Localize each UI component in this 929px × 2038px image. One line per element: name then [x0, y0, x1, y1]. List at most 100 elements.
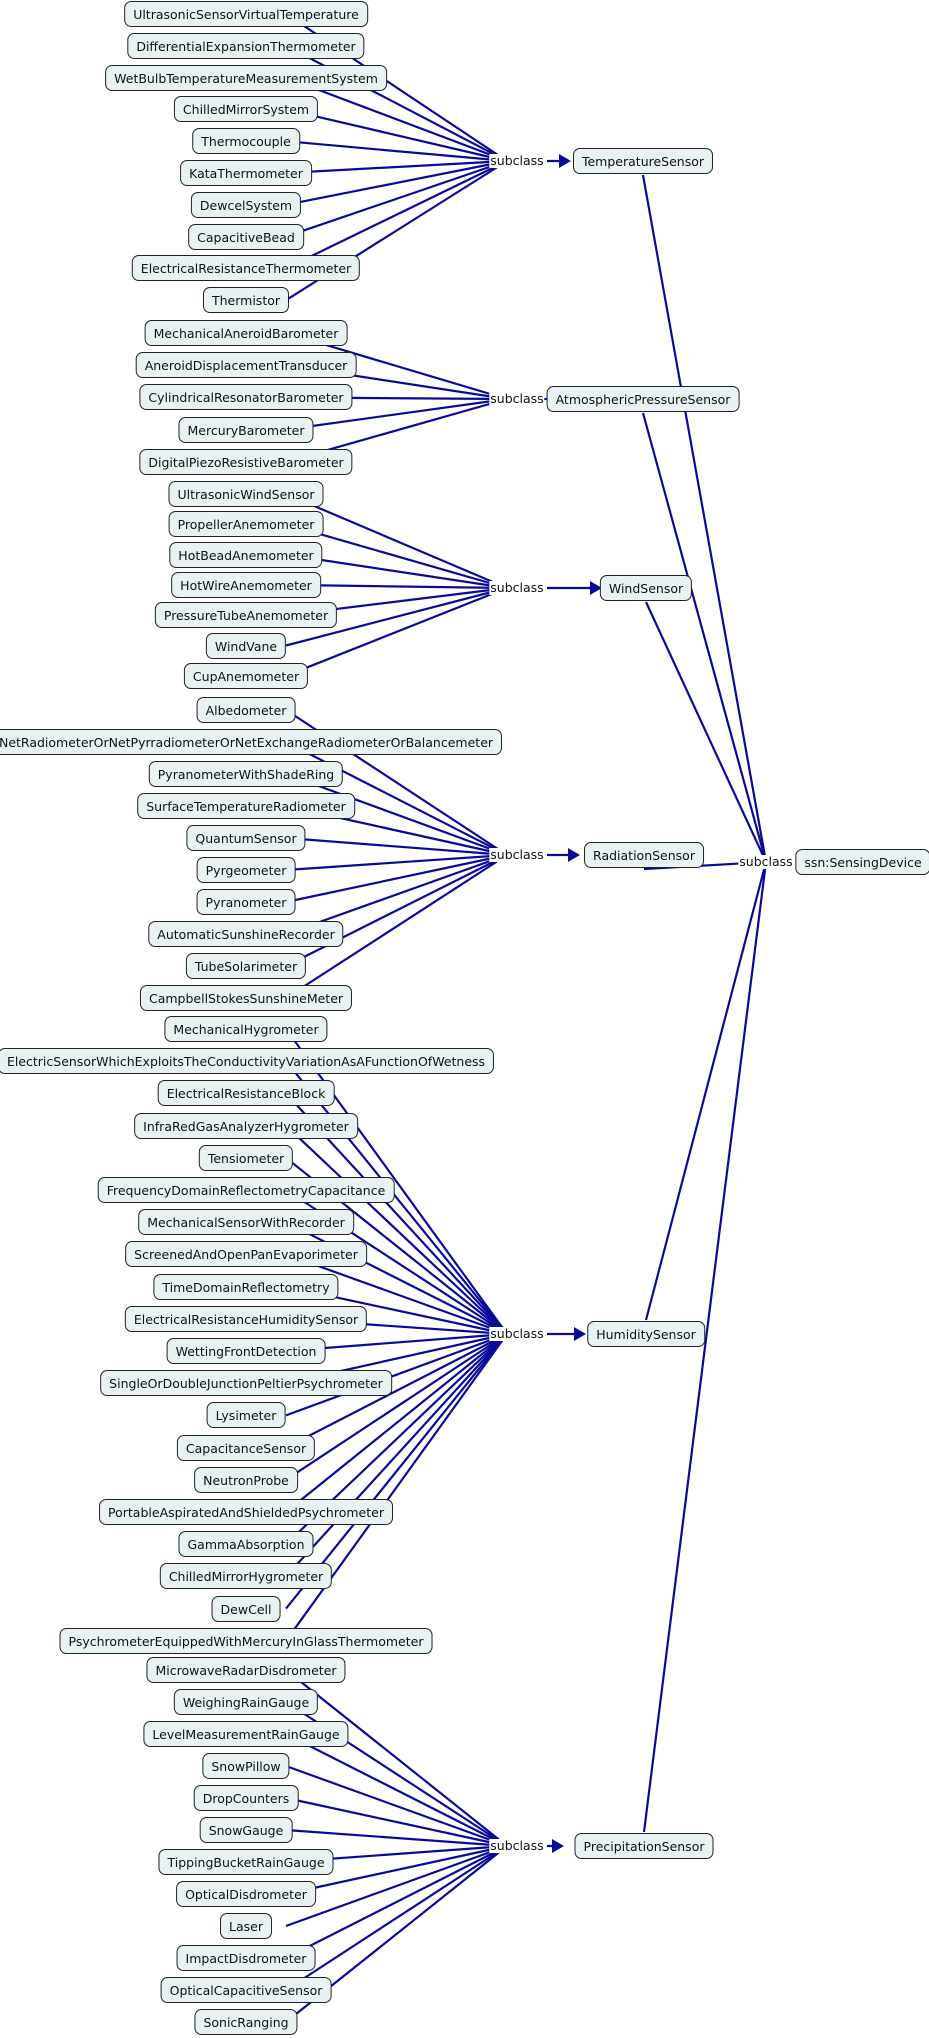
class-node[interactable]: HotBeadAnemometer: [169, 541, 323, 568]
class-node[interactable]: Thermocouple: [192, 128, 300, 155]
edge-prec-child: [285, 1845, 508, 1959]
class-node[interactable]: InfraRedGasAnalyzerHygrometer: [134, 1112, 358, 1139]
class-node[interactable]: ElectricalResistanceHumiditySensor: [124, 1305, 368, 1332]
edge-rad-child: [285, 853, 508, 872]
edge-hum-child: [285, 1333, 508, 1449]
edge-atm-child: [285, 397, 508, 431]
class-node[interactable]: ElectricalResistanceBlock: [157, 1080, 335, 1107]
class-node-atm[interactable]: AtmosphericPressureSensor: [546, 386, 740, 412]
edge-temp-child: [285, 159, 508, 238]
class-node[interactable]: WindVane: [205, 632, 287, 659]
class-node[interactable]: PyranometerWithShadeRing: [148, 761, 344, 787]
class-node[interactable]: WetBulbTemperatureMeasurementSystem: [105, 64, 387, 91]
class-node-wind[interactable]: WindSensor: [599, 575, 693, 601]
class-node[interactable]: MechanicalSensorWithRecorder: [138, 1209, 354, 1236]
class-node[interactable]: CapacitiveBead: [188, 223, 304, 250]
class-node[interactable]: MechanicalAneroidBarometer: [144, 320, 348, 346]
class-node[interactable]: ImpactDisdrometer: [176, 1945, 316, 1971]
class-node[interactable]: PropellerAnemometer: [168, 511, 324, 538]
class-node[interactable]: CampbellStokesSunshineMeter: [139, 985, 353, 1011]
edge-atm-to-root: [641, 412, 768, 863]
class-node[interactable]: OpticalDisdrometer: [176, 1881, 316, 1907]
class-node[interactable]: Pyrgeometer: [196, 857, 296, 883]
class-node[interactable]: Thermistor: [202, 287, 290, 314]
class-node[interactable]: WettingFrontDetection: [166, 1338, 326, 1364]
class-node[interactable]: UltrasonicSensorVirtualTemperature: [124, 1, 368, 27]
edge-hum-child: [285, 1333, 508, 1642]
class-node[interactable]: SingleOrDoubleJunctionPeltierPsychromete…: [100, 1370, 392, 1397]
class-node[interactable]: PsychrometerEquippedWithMercuryInGlassTh…: [59, 1627, 433, 1654]
edge-prec-child: [285, 1764, 508, 1848]
subclass-label: subclass: [489, 1326, 545, 1341]
class-node[interactable]: ElectricSensorWhichExploitsTheConductivi…: [0, 1048, 495, 1075]
arrowhead-hum: [574, 1327, 586, 1341]
class-node[interactable]: MechanicalHygrometer: [164, 1016, 328, 1042]
edge-prec-child: [285, 1844, 508, 1928]
edge-hum-child: [285, 1333, 508, 1610]
class-node[interactable]: DigitalPiezoResistiveBarometer: [139, 448, 353, 475]
class-node[interactable]: WeighingRainGauge: [173, 1689, 319, 1715]
class-node[interactable]: SonicRanging: [194, 2009, 298, 2035]
subclass-label-root: subclass: [738, 854, 794, 869]
class-node[interactable]: ChilledMirrorHygrometer: [159, 1563, 333, 1590]
class-node[interactable]: UltrasonicWindSensor: [168, 481, 324, 507]
class-node[interactable]: SnowGauge: [199, 1817, 293, 1843]
subclass-label: subclass: [489, 580, 545, 595]
edge-prec-child: [285, 1845, 508, 1991]
class-node[interactable]: Tensiometer: [198, 1144, 294, 1171]
class-node[interactable]: PressureTubeAnemometer: [154, 602, 338, 629]
class-node[interactable]: TubeSolarimeter: [185, 953, 307, 979]
class-node[interactable]: AneroidDisplacementTransducer: [135, 352, 357, 379]
class-node-hum[interactable]: HumiditySensor: [587, 1321, 705, 1347]
edge-rad-child: [285, 854, 508, 967]
class-node[interactable]: CapacitanceSensor: [176, 1434, 316, 1461]
edge-rad-child: [285, 836, 508, 857]
class-node[interactable]: NetRadiometerOrNetPyrradiometerOrNetExch…: [0, 729, 503, 755]
class-node[interactable]: GammaAbsorption: [178, 1531, 314, 1558]
class-node[interactable]: DropCounters: [193, 1785, 299, 1811]
class-node[interactable]: ScreenedAndOpenPanEvaporimeter: [125, 1241, 367, 1268]
class-node[interactable]: PortableAspiratedAndShieldedPsychrometer: [99, 1499, 393, 1525]
class-node-temp[interactable]: TemperatureSensor: [572, 148, 714, 174]
class-node[interactable]: DewCell: [211, 1595, 281, 1622]
class-node[interactable]: ChilledMirrorSystem: [173, 96, 319, 123]
class-node[interactable]: DewcelSystem: [190, 191, 302, 218]
class-node[interactable]: MercuryBarometer: [178, 416, 314, 443]
edge-rad-child: [285, 741, 508, 856]
class-node[interactable]: FrequencyDomainReflectometryCapacitance: [97, 1177, 395, 1203]
edge-wind-to-root: [645, 601, 767, 863]
class-node[interactable]: DifferentialExpansionThermometer: [127, 32, 365, 59]
class-node[interactable]: TimeDomainReflectometry: [153, 1273, 339, 1300]
root-node[interactable]: ssn:SensingDevice: [795, 849, 929, 875]
edge-hum-child: [285, 1333, 508, 1578]
edge-wind-child: [285, 586, 508, 647]
class-node[interactable]: ElectricalResistanceThermometer: [131, 255, 361, 282]
class-node[interactable]: SurfaceTemperatureRadiometer: [137, 793, 355, 819]
class-node[interactable]: MicrowaveRadarDisdrometer: [146, 1657, 346, 1683]
class-node[interactable]: HotWireAnemometer: [171, 571, 321, 598]
class-node[interactable]: Laser: [220, 1913, 272, 1939]
edge-hum-child: [285, 1060, 508, 1335]
class-node[interactable]: LevelMeasurementRainGauge: [143, 1721, 349, 1747]
class-node[interactable]: Pyranometer: [196, 889, 296, 915]
class-node[interactable]: OpticalCapacitiveSensor: [160, 1977, 332, 2003]
class-node-rad[interactable]: RadiationSensor: [584, 842, 704, 868]
class-node[interactable]: QuantumSensor: [186, 825, 306, 851]
class-node[interactable]: Lysimeter: [206, 1402, 286, 1429]
edge-rad-child: [285, 772, 508, 857]
edge-temp-child: [285, 159, 508, 175]
edge-hum-child: [285, 1333, 508, 1513]
class-node[interactable]: AutomaticSunshineRecorder: [148, 921, 344, 947]
class-node[interactable]: CupAnemometer: [183, 662, 309, 689]
edge-temp-child: [285, 159, 508, 206]
edge-temp-child: [285, 160, 508, 270]
class-node[interactable]: TippingBucketRainGauge: [158, 1849, 334, 1875]
class-node[interactable]: SnowPillow: [202, 1753, 290, 1779]
edge-temp-child: [285, 108, 508, 163]
class-node[interactable]: NeutronProbe: [194, 1466, 298, 1493]
class-node[interactable]: CylindricalResonatorBarometer: [139, 384, 353, 411]
class-node[interactable]: Albedometer: [196, 697, 296, 723]
class-node[interactable]: KataThermometer: [180, 160, 312, 186]
arrowhead-temp: [559, 154, 571, 168]
class-node-prec[interactable]: PrecipitationSensor: [574, 1833, 714, 1859]
